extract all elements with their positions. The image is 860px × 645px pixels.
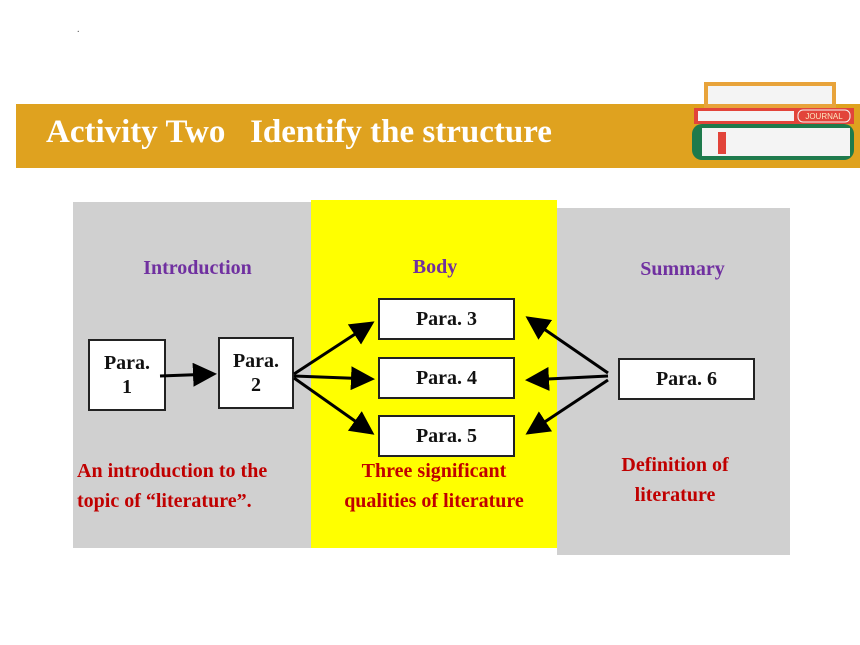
para-3-box: Para. 3 xyxy=(378,298,515,340)
para-6-label: Para. 6 xyxy=(655,368,718,390)
para-6-box: Para. 6 xyxy=(618,358,755,400)
slide-dot: . xyxy=(77,24,80,35)
introduction-description: An introduction to the topic of “literat… xyxy=(77,460,268,512)
para-4-label: Para. 4 xyxy=(415,367,478,389)
arrow-p2-p3 xyxy=(293,321,375,376)
body-description: Three significant qualities of literatur… xyxy=(344,460,524,512)
arrow-p1-p2 xyxy=(159,362,217,387)
para-3-label: Para. 3 xyxy=(415,308,478,330)
introduction-heading: Introduction xyxy=(143,257,252,279)
arrow-p6-p3 xyxy=(525,316,609,375)
arrow-p6-p4 xyxy=(525,366,609,391)
slide-title: Activity Two Identify the structure xyxy=(46,114,552,150)
summary-description: Definition of literature xyxy=(621,454,729,506)
para-1-label: Para. 1 xyxy=(103,352,151,398)
arrow-p2-p5 xyxy=(293,376,375,435)
para-5-label: Para. 5 xyxy=(415,425,478,447)
summary-heading: Summary xyxy=(640,258,725,280)
body-heading: Body xyxy=(412,256,458,278)
para-4-box: Para. 4 xyxy=(378,357,515,399)
arrow-p2-p4 xyxy=(293,366,375,391)
journal-label: JOURNAL xyxy=(805,112,843,121)
para-1-box: Para. 1 xyxy=(88,339,166,411)
para-2-box: Para. 2 xyxy=(218,337,294,409)
para-2-label: Para. 2 xyxy=(232,350,280,396)
para-5-box: Para. 5 xyxy=(378,415,515,457)
arrow-p6-p5 xyxy=(525,378,609,435)
books-icon: JOURNAL xyxy=(692,82,854,160)
